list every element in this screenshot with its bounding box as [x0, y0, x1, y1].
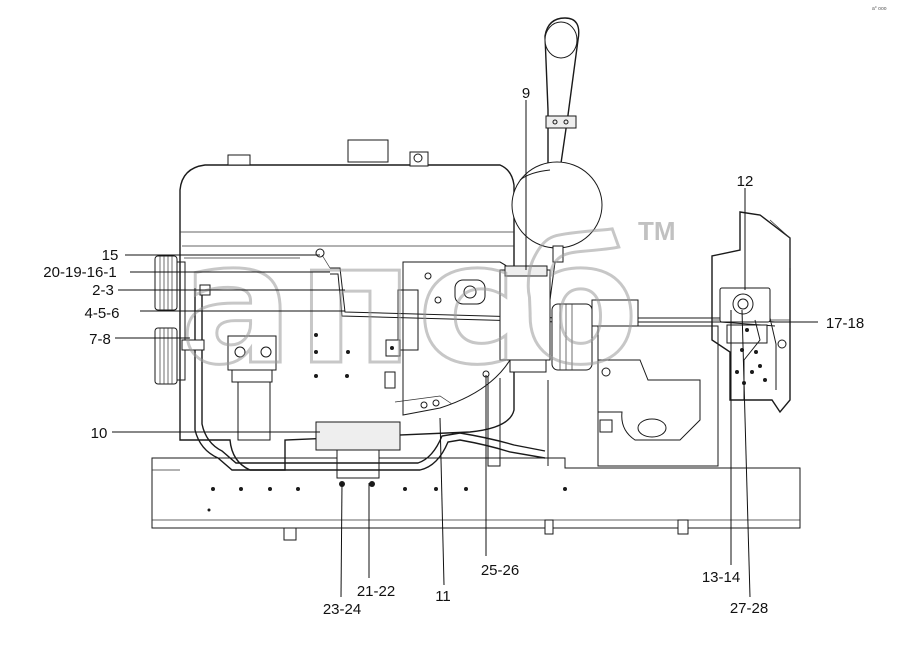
- watermark-tm: TM: [638, 216, 676, 246]
- leader-lines: [112, 100, 818, 598]
- callout-9: 9: [522, 85, 530, 102]
- pulley-upper: [154, 255, 178, 311]
- engine-illustration: [151, 17, 801, 541]
- corner-mark: a° ooo: [872, 6, 887, 12]
- callout-11: 11: [435, 588, 451, 605]
- callout-4-5-6: 4-5-6: [84, 305, 119, 322]
- callout-10: 10: [91, 425, 108, 442]
- callout-27-28: 27-28: [730, 600, 768, 617]
- air-cleaner: [511, 161, 603, 301]
- callout-20-19-16-1: 20-19-16-1: [43, 264, 116, 281]
- pulley-lower: [154, 327, 178, 385]
- watermark-text: апсб: [180, 206, 642, 402]
- watermark-logo: апсб TM: [179, 205, 676, 404]
- callout-13-14: 13-14: [702, 569, 740, 586]
- callout-2-3: 2-3: [92, 282, 114, 299]
- callout-7-8: 7-8: [89, 331, 111, 348]
- callout-labels: 9 12 15 20-19-16-1 2-3 4-5-6 7-8 17-18 1…: [43, 85, 864, 618]
- callout-17-18: 17-18: [826, 315, 864, 332]
- callout-21-22: 21-22: [357, 583, 395, 600]
- callout-12: 12: [737, 173, 754, 190]
- callout-25-26: 25-26: [481, 562, 519, 579]
- exhaust-stack: [544, 17, 580, 171]
- callout-23-24: 23-24: [323, 601, 361, 618]
- callout-15: 15: [102, 247, 119, 264]
